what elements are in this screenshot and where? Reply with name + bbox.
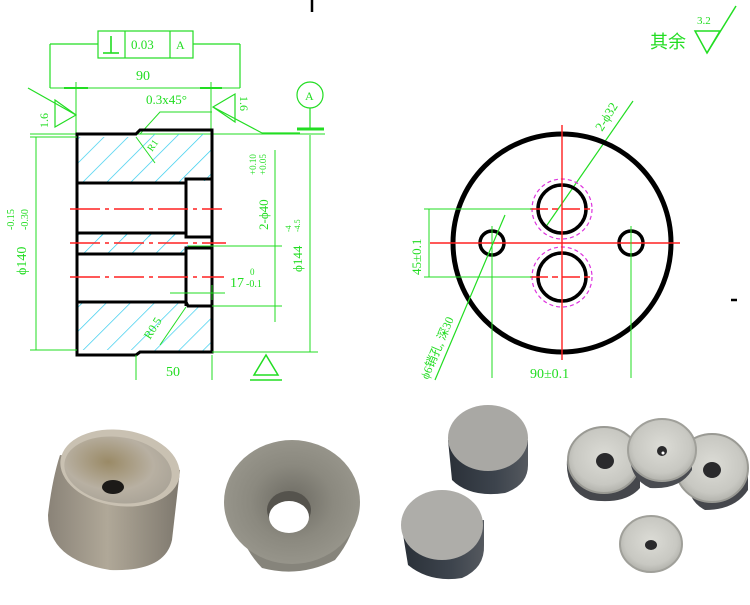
outer-diameter-tolerance: -0.15 bbox=[6, 209, 17, 230]
radius-top-label: R1 bbox=[145, 138, 161, 154]
counterbore-tolerance-upper: 0 bbox=[250, 267, 255, 277]
vertical-spacing-label: 45±0.1 bbox=[409, 239, 424, 275]
end-view-svg: 其余 3.2 2-ϕ32 bbox=[409, 5, 737, 382]
roughness-note-symbol bbox=[693, 5, 737, 55]
hole-callout-leader bbox=[544, 100, 634, 229]
hatched-sections bbox=[78, 134, 211, 352]
product-photos bbox=[0, 390, 750, 600]
centerlines bbox=[70, 208, 226, 278]
end-view-drawing: 其余 3.2 2-ϕ32 bbox=[375, 0, 750, 390]
counterbore-depth-label: 17 bbox=[230, 276, 244, 291]
flange-tolerance-lower: -4.5 bbox=[293, 219, 302, 232]
bore-tolerance-lower: +0.05 bbox=[258, 154, 268, 175]
gdt-datum: A bbox=[176, 38, 185, 52]
step-length-label: 50 bbox=[166, 365, 180, 380]
section-view-drawing: 0.03 A 90 0.3x45° 1.6 1.6 bbox=[0, 0, 375, 390]
roughness-right-label: 1.6 bbox=[237, 96, 251, 111]
photo-cylindrical-die bbox=[48, 429, 180, 571]
section-view-svg: 0.03 A 90 0.3x45° 1.6 1.6 bbox=[6, 0, 325, 381]
photo-conical-cup-dies bbox=[566, 418, 749, 573]
chamfer-label: 0.3x45° bbox=[146, 92, 187, 107]
datum-triangle-bottom bbox=[250, 353, 282, 381]
counterbore-tolerance-lower: -0.1 bbox=[246, 279, 262, 290]
datum-symbol bbox=[296, 81, 324, 131]
product-photos-svg bbox=[48, 405, 749, 580]
hole-callout-label: 2-ϕ32 bbox=[592, 100, 621, 134]
pin-hole-note: ϕ6销孔, 深30 bbox=[418, 315, 457, 382]
horizontal-spacing-label: 90±0.1 bbox=[530, 367, 569, 382]
end-view-centerlines bbox=[430, 125, 680, 360]
roughness-left-label: 1.6 bbox=[37, 113, 51, 128]
pin-hole-leader bbox=[434, 214, 506, 381]
outer-diameter-tolerance-lower: -0.30 bbox=[20, 209, 31, 230]
photo-conical-ring-die bbox=[224, 440, 360, 572]
photo-solid-discs bbox=[401, 405, 528, 580]
gdt-frame bbox=[49, 30, 241, 88]
chamfer-leader bbox=[139, 111, 212, 135]
roughness-note: 其余 bbox=[650, 32, 686, 52]
roughness-symbol-right bbox=[211, 92, 300, 134]
roughness-symbol-left bbox=[27, 87, 78, 129]
horizontal-spacing-dimension bbox=[491, 226, 632, 378]
datum-label: A bbox=[305, 89, 314, 103]
flange-diameter-label: ϕ144 bbox=[290, 245, 305, 272]
outer-diameter-label: ϕ140 bbox=[15, 247, 30, 275]
right-dimensions bbox=[170, 135, 318, 353]
vertical-spacing-dimension bbox=[424, 208, 532, 278]
overall-length-label: 90 bbox=[136, 69, 150, 84]
outer-diameter-dimension bbox=[30, 136, 77, 351]
part-outline bbox=[75, 128, 214, 357]
roughness-note-value: 3.2 bbox=[697, 15, 711, 27]
bore-tolerance-upper: +0.10 bbox=[248, 154, 258, 175]
bore-diameter-label: 2-ϕ40 bbox=[256, 199, 271, 230]
flange-tolerance-upper: -4 bbox=[284, 225, 293, 232]
gdt-tolerance: 0.03 bbox=[131, 37, 154, 52]
radius-leaders bbox=[135, 136, 187, 346]
step-length-dimension bbox=[135, 355, 213, 380]
length-dimension-lines bbox=[50, 82, 240, 135]
